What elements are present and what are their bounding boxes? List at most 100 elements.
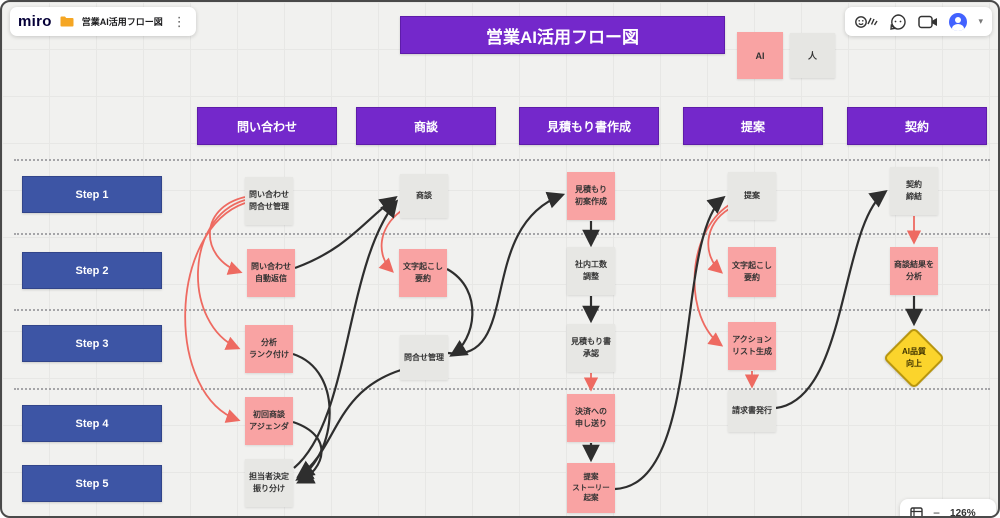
- edge-p-invoice-to-c-sign[interactable]: [775, 190, 888, 410]
- node-label-line: 振り分け: [253, 484, 285, 493]
- step-label-5[interactable]: Step 5: [22, 465, 162, 502]
- node-label-line: 初回商談: [253, 410, 285, 420]
- node-label-line: 分析: [261, 338, 277, 348]
- node-p-action[interactable]: アクションリスト生成: [728, 322, 776, 370]
- folder-icon: [60, 12, 74, 32]
- video-chat-icon[interactable]: [918, 12, 938, 32]
- node-label-line: 請求書発行: [732, 406, 772, 416]
- node-p-main[interactable]: 提案: [728, 172, 776, 220]
- lane-divider: [14, 159, 990, 161]
- node-label-line: 調整: [583, 272, 599, 281]
- node-label-line: 提案: [583, 472, 599, 482]
- node-label-line: 起案: [583, 493, 599, 503]
- node-label-line: 初案作成: [575, 197, 607, 206]
- node-m-approve[interactable]: 見積もり書承認: [567, 324, 615, 372]
- node-label-line: 社内工数: [575, 260, 607, 270]
- node-c-sign[interactable]: 契約締結: [890, 167, 938, 215]
- node-label-line: 承認: [583, 349, 599, 358]
- edge-s-inqmgmt-to-m-draft[interactable]: [447, 191, 566, 355]
- miro-logo: miro: [18, 13, 52, 30]
- node-label-line: 商談: [416, 191, 432, 201]
- node-label-line: 契約: [906, 180, 922, 190]
- node-label-line: アクション: [732, 335, 772, 345]
- node-label-line: 要約: [744, 273, 760, 282]
- node-label-line: 見積もり書: [571, 337, 611, 347]
- node-m-escalate[interactable]: 決済への申し送り: [567, 394, 615, 442]
- chevron-down-icon[interactable]: ▾: [978, 16, 983, 26]
- lane-divider: [14, 309, 990, 311]
- phase-header-3[interactable]: 見積もり書作成: [519, 107, 659, 145]
- node-label-line: 提案: [744, 191, 760, 201]
- node-label-line: AI品質: [902, 347, 926, 357]
- step-label-2[interactable]: Step 2: [22, 252, 162, 289]
- comments-icon[interactable]: [889, 12, 907, 32]
- user-avatar[interactable]: [949, 12, 968, 31]
- node-m-cost[interactable]: 社内工数調整: [567, 247, 615, 295]
- edge-s-transcribe-to-s-inqmgmt[interactable]: [446, 268, 474, 357]
- diagram-title-banner[interactable]: 営業AI活用フロー図: [400, 16, 725, 54]
- node-p-transcribe[interactable]: 文字起こし要約: [728, 247, 776, 297]
- legend-human[interactable]: 人: [790, 33, 835, 78]
- node-label-line: 問い合わせ: [251, 262, 291, 272]
- edge-q-agenda-to-q-assign[interactable]: [292, 420, 323, 484]
- node-m-story[interactable]: 提案ストーリー起案: [567, 463, 615, 513]
- edge-q-rank-to-q-assign[interactable]: [292, 352, 331, 481]
- board-title[interactable]: 営業AI活用フロー図: [81, 17, 163, 27]
- node-label-line: 問合せ管理: [404, 352, 444, 362]
- node-q-rank[interactable]: 分析ランク付け: [245, 325, 293, 373]
- edge-p-main-to-p-action[interactable]: [693, 204, 730, 347]
- node-q-mgmt[interactable]: 問い合わせ問合せ管理: [245, 177, 293, 225]
- edge-p-main-to-p-transcribe[interactable]: [707, 208, 730, 274]
- node-label-line: 文字起こし: [403, 262, 443, 272]
- phase-header-2[interactable]: 商談: [356, 107, 496, 145]
- edge-s-inqmgmt-to-q-assign[interactable]: [296, 368, 402, 478]
- board-info-bar[interactable]: miro 営業AI活用フロー図 ⋮: [10, 7, 196, 36]
- step-label-1[interactable]: Step 1: [22, 176, 162, 213]
- node-label-line: ストーリー: [572, 482, 610, 492]
- node-label-line: 問合せ管理: [249, 202, 289, 211]
- node-label-line: 分析: [906, 272, 922, 281]
- zoom-out-button[interactable]: −: [933, 506, 941, 518]
- node-label-line: 要約: [415, 274, 431, 283]
- node-label-line: 問い合わせ: [249, 190, 289, 200]
- node-label-line: 向上: [906, 359, 922, 368]
- node-p-invoice[interactable]: 請求書発行: [728, 390, 776, 432]
- node-label-line: 見積もり: [575, 185, 607, 195]
- node-q-assign[interactable]: 担当者決定振り分け: [245, 459, 293, 507]
- edge-q-mgmt-to-q-rank[interactable]: [197, 199, 246, 350]
- edge-q-assign-to-s-meet[interactable]: [293, 199, 399, 469]
- lane-divider: [14, 233, 990, 235]
- node-label-line: アジェンダ: [249, 422, 289, 431]
- node-s-inqmgmt[interactable]: 問合せ管理: [400, 335, 448, 380]
- node-label-line: 締結: [906, 192, 922, 201]
- zoom-controls[interactable]: − 126%: [900, 499, 996, 518]
- node-s-transcribe[interactable]: 文字起こし要約: [399, 249, 447, 297]
- phase-header-1[interactable]: 問い合わせ: [197, 107, 337, 145]
- collab-toolbar[interactable]: ▾: [845, 7, 992, 36]
- lane-divider: [14, 388, 990, 390]
- node-label-line: 担当者決定: [249, 472, 289, 482]
- phase-header-5[interactable]: 契約: [847, 107, 987, 145]
- reactions-icon[interactable]: [854, 12, 879, 32]
- legend-ai[interactable]: AI: [737, 32, 783, 79]
- node-c-quality[interactable]: AI品質向上: [882, 326, 946, 390]
- edge-m-story-to-p-main[interactable]: [614, 195, 726, 491]
- frames-icon[interactable]: [910, 503, 923, 516]
- node-label-line: ランク付け: [249, 350, 289, 359]
- node-m-draft[interactable]: 見積もり初案作成: [567, 172, 615, 220]
- node-q-agenda[interactable]: 初回商談アジェンダ: [245, 397, 293, 445]
- node-q-auto[interactable]: 問い合わせ自動返信: [247, 249, 295, 297]
- node-label-line: 自動返信: [255, 274, 287, 283]
- node-c-analyze[interactable]: 商談結果を分析: [890, 247, 938, 295]
- step-label-3[interactable]: Step 3: [22, 325, 162, 362]
- node-s-meet[interactable]: 商談: [400, 174, 448, 218]
- node-label-line: 申し送り: [575, 419, 607, 428]
- phase-header-4[interactable]: 提案: [683, 107, 823, 145]
- node-label-line: 文字起こし: [732, 261, 772, 271]
- board-menu-kebab-icon[interactable]: ⋮: [172, 14, 186, 29]
- step-label-4[interactable]: Step 4: [22, 405, 162, 442]
- zoom-level: 126%: [950, 507, 976, 518]
- node-label-line: リスト生成: [732, 347, 772, 356]
- node-label-line: 決済への: [575, 407, 607, 417]
